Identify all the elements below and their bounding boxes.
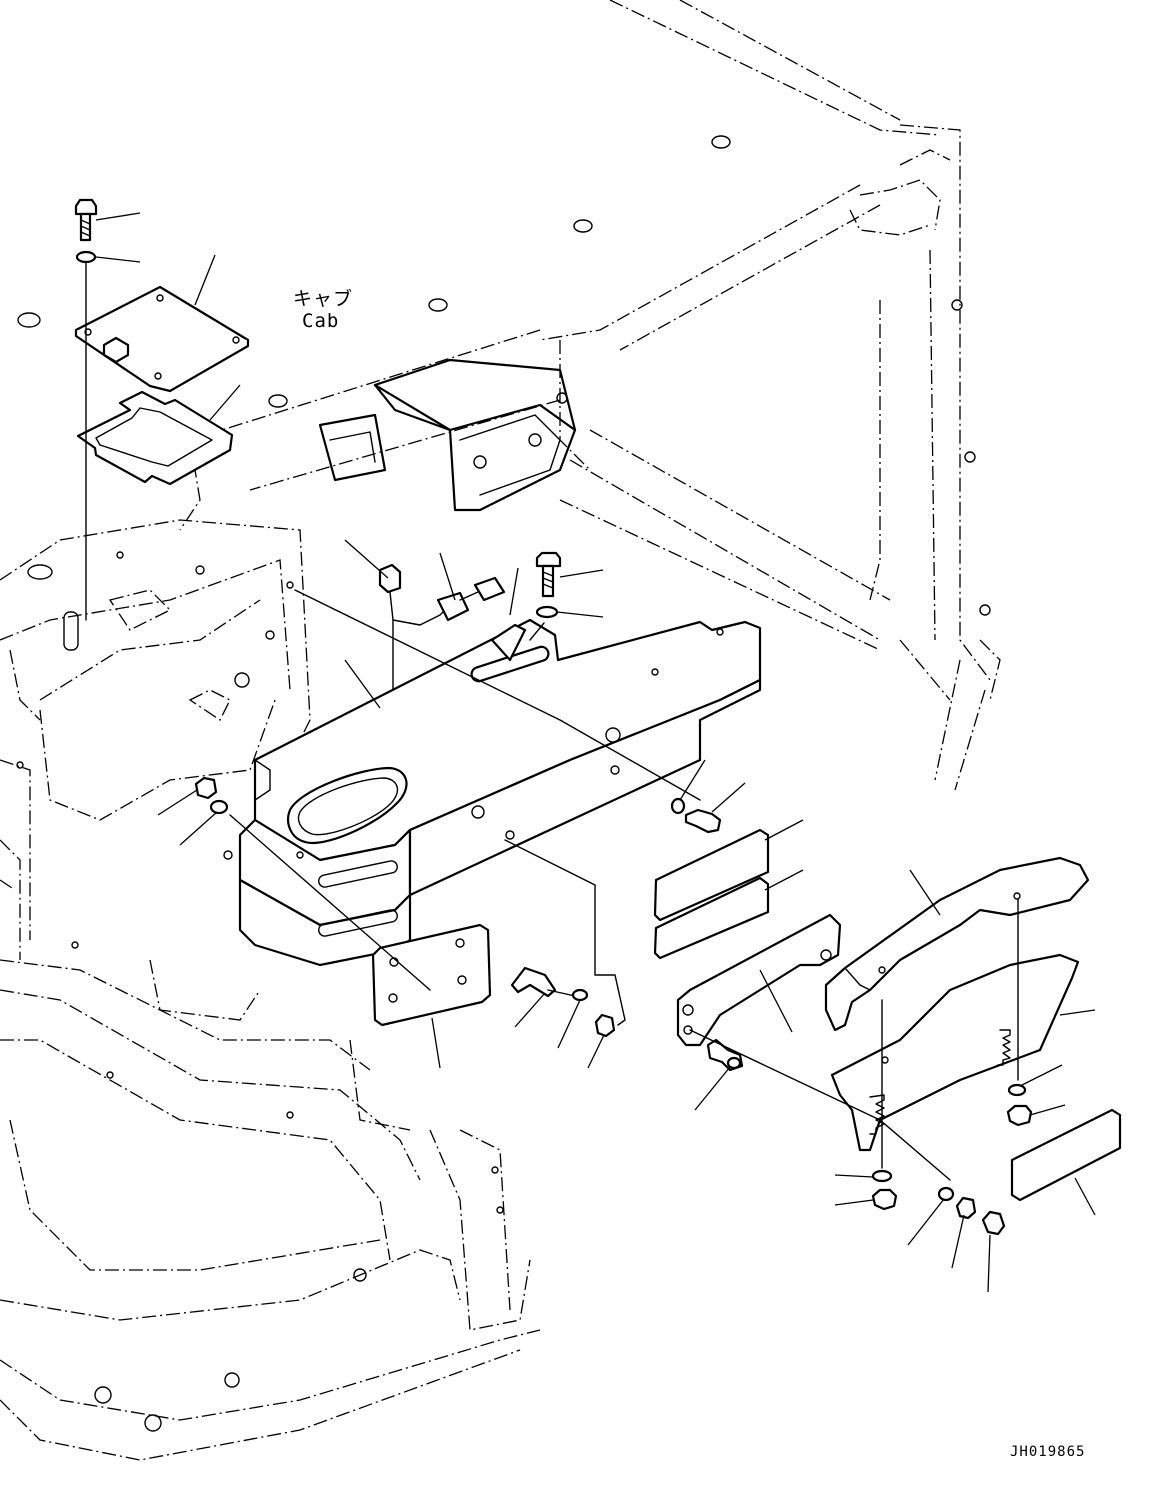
drawing-code: JH019865: [1010, 1444, 1086, 1460]
center-bolt: [535, 551, 562, 619]
guard-pad: [1010, 1108, 1122, 1202]
cover-assembly: [74, 198, 250, 621]
guard-fasteners: [871, 1083, 1033, 1236]
main-beam: [238, 618, 762, 967]
top-bolt: [74, 198, 98, 242]
lower-guard: [830, 953, 1080, 1152]
support-bracket: [676, 913, 842, 1047]
clip-bolt: [510, 966, 589, 1002]
floor-frame: [0, 519, 541, 1461]
lower-cover-plate: [371, 923, 492, 1027]
beam-left-fasteners: [194, 776, 229, 815]
top-washer: [75, 250, 97, 264]
cover-plate: [74, 285, 250, 393]
bracket-bolt: [706, 1038, 744, 1072]
cab-label-english: Cab: [302, 310, 340, 332]
guard-assembly-lines: [881, 899, 1019, 1169]
upper-guard: [824, 856, 1090, 1032]
leader-lines: [95, 212, 1096, 1293]
gasket: [76, 390, 234, 486]
cab-mount-bracket: [318, 358, 577, 512]
spacer: [594, 1013, 616, 1038]
assembly-lines: [229, 589, 951, 1181]
right-bolt: [670, 797, 722, 834]
pad-plates: [653, 828, 770, 960]
cab-label-japanese: キャブ: [293, 288, 354, 310]
